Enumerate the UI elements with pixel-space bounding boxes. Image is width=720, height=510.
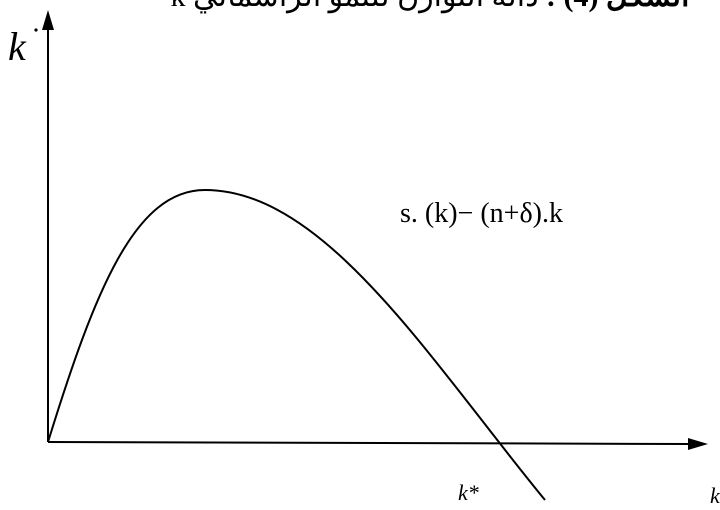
x-axis-label: k <box>710 483 720 508</box>
x-axis-arrowhead <box>688 438 708 450</box>
x-axis-line <box>47 441 691 445</box>
curve-label: s. (k)− (n+δ).k <box>400 198 563 229</box>
y-axis-arrowhead <box>42 10 54 30</box>
y-axis-label-dot <box>34 28 38 32</box>
y-axis-label: k <box>8 24 27 69</box>
figure-caption-text: دالة التوازن للنمو الرأسمالي k <box>171 0 539 14</box>
equilibrium-label: k* <box>458 480 479 505</box>
growth-curve <box>47 188 546 501</box>
figure-caption: الشكل (4) : دالة التوازن للنمو الرأسمالي… <box>171 0 690 14</box>
figure-caption-bold: الشكل (4) : <box>546 0 690 13</box>
